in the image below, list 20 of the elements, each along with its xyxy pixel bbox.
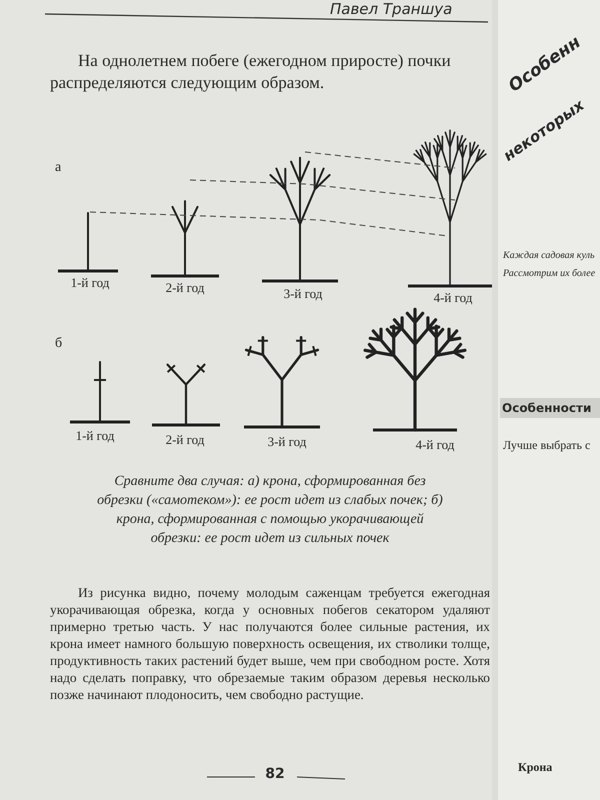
year-label: 2-й год (164, 280, 206, 296)
intro-text: Каждая садовая куль (503, 250, 596, 261)
section-heading: Особенности (500, 398, 600, 418)
body-paragraph: Из рисунка видно, почему молодым саженцам требуется ежегодная укорачивающая обрезка, когда у основных побегов секатором удаляют примерно третью часть. У нас получаются более сильные растения, их крона имеет намного большую поверхность освещения, их стволики толще, продуктивность таких растений будет выше, чем при свободном росте. Хотя надо сделать поправку, что обрезаемые таким образом деревья несколько позже начинают плодоносить, чем свободно растущие. (50, 584, 490, 703)
figure-caption: Сравните два случая: а) крона, сформированная без обрезки («самотеком»): ее рост идет из слабых почек; б) крона, сформированная с помощью укорачивающей обрезки: ее рост идет из сильных почек (96, 473, 444, 548)
year-label: 4-й год (414, 437, 456, 453)
page-number: 82 (264, 766, 286, 782)
intro-text: Рассмотрим их более (503, 268, 596, 279)
panel-letter: б (55, 336, 64, 352)
year-label: 1-й год (70, 275, 110, 291)
running-head: Павел Траншуа (330, 0, 454, 18)
year-label: 1-й год (74, 428, 116, 444)
body-subheading: Крона (518, 760, 554, 775)
year-label: 4-й год (432, 290, 474, 306)
year-label: 3-й год (282, 286, 324, 302)
panel-letter: а (55, 160, 62, 176)
year-label: 3-й год (266, 434, 308, 450)
body-text: Лучше выбрать с (503, 438, 592, 453)
intro-paragraph: На однолетнем побеге (ежегодном приросте) почки распределяются следующим образом. (50, 50, 452, 94)
year-label: 2-й год (164, 432, 206, 448)
